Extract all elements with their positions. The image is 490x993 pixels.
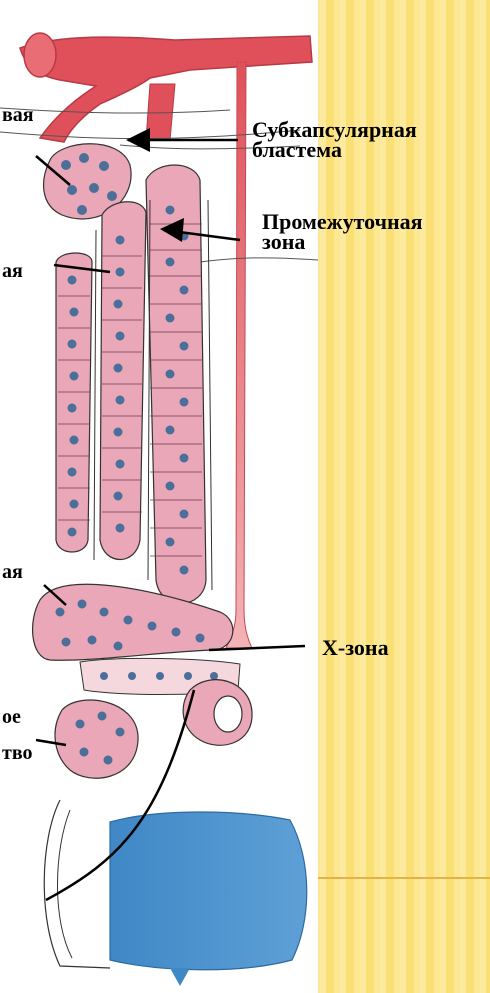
decorative-rule-right [318,877,490,879]
reticular-zone-cells [33,584,233,660]
medullary-artery [226,62,252,648]
label-left-oe: ое [2,708,21,726]
label-left-tvo: тво [2,744,33,762]
label-left-top: вая [2,106,34,124]
label-left-low: ая [2,563,23,581]
fascicular-zone-columns [56,165,206,603]
central-vein [44,800,307,986]
label-left-mid: ая [2,262,23,280]
label-x-zone: Х-зона [322,638,389,658]
label-intermediate-line2: зона [262,232,305,252]
label-subcapsular-line2: бластема [252,140,342,160]
